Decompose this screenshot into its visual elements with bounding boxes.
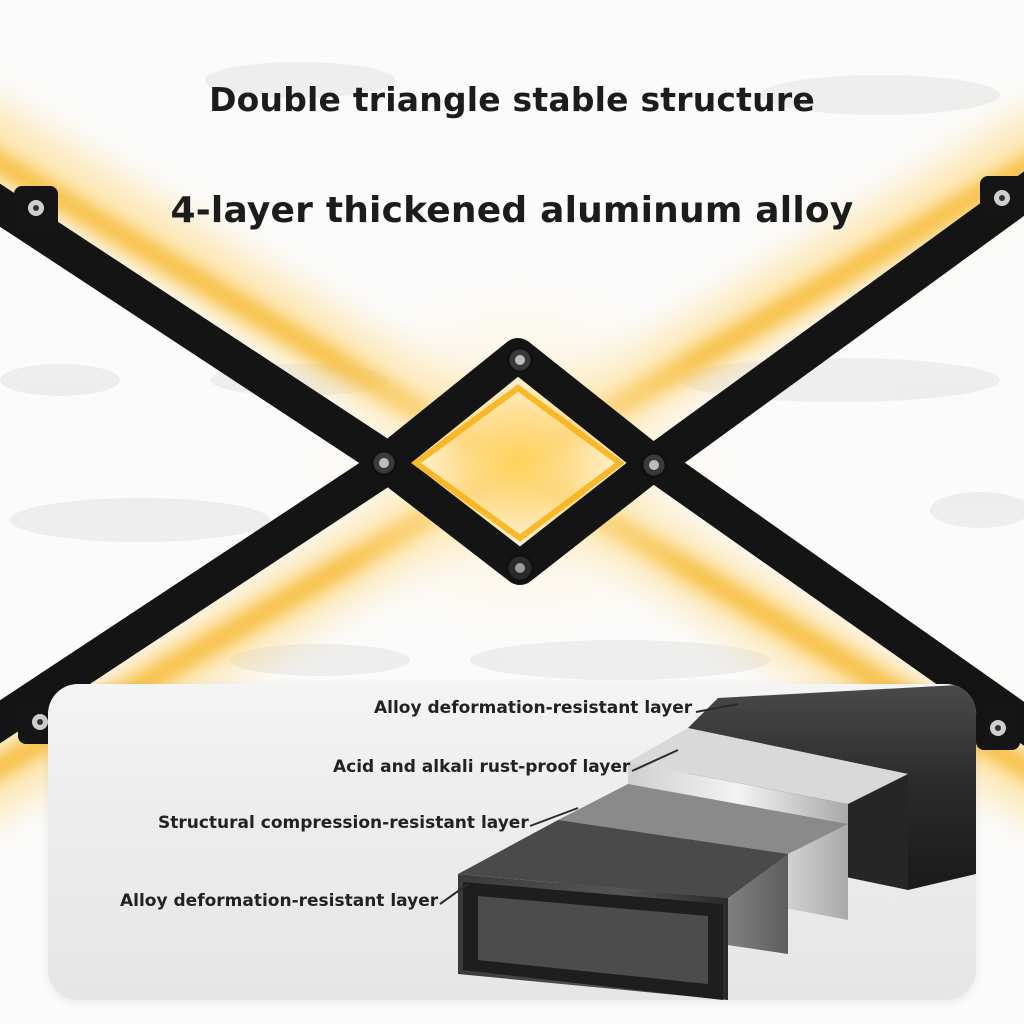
layer-label: Acid and alkali rust-proof layer <box>333 757 631 777</box>
layered-rectangular-tube-icon <box>439 684 976 1000</box>
material-title: 4-layer thickened aluminum alloy <box>170 190 854 231</box>
layered-tube-inset: Alloy deformation-resistant layer Acid a… <box>48 684 976 1000</box>
diamond-glow <box>410 384 626 542</box>
layer-label: Alloy deformation-resistant layer <box>120 891 439 911</box>
layer-label: Structural compression-resistant layer <box>158 813 529 833</box>
structure-title: Double triangle stable structure <box>209 80 815 119</box>
rivets <box>14 176 1024 750</box>
layer-label: Alloy deformation-resistant layer <box>374 698 693 718</box>
